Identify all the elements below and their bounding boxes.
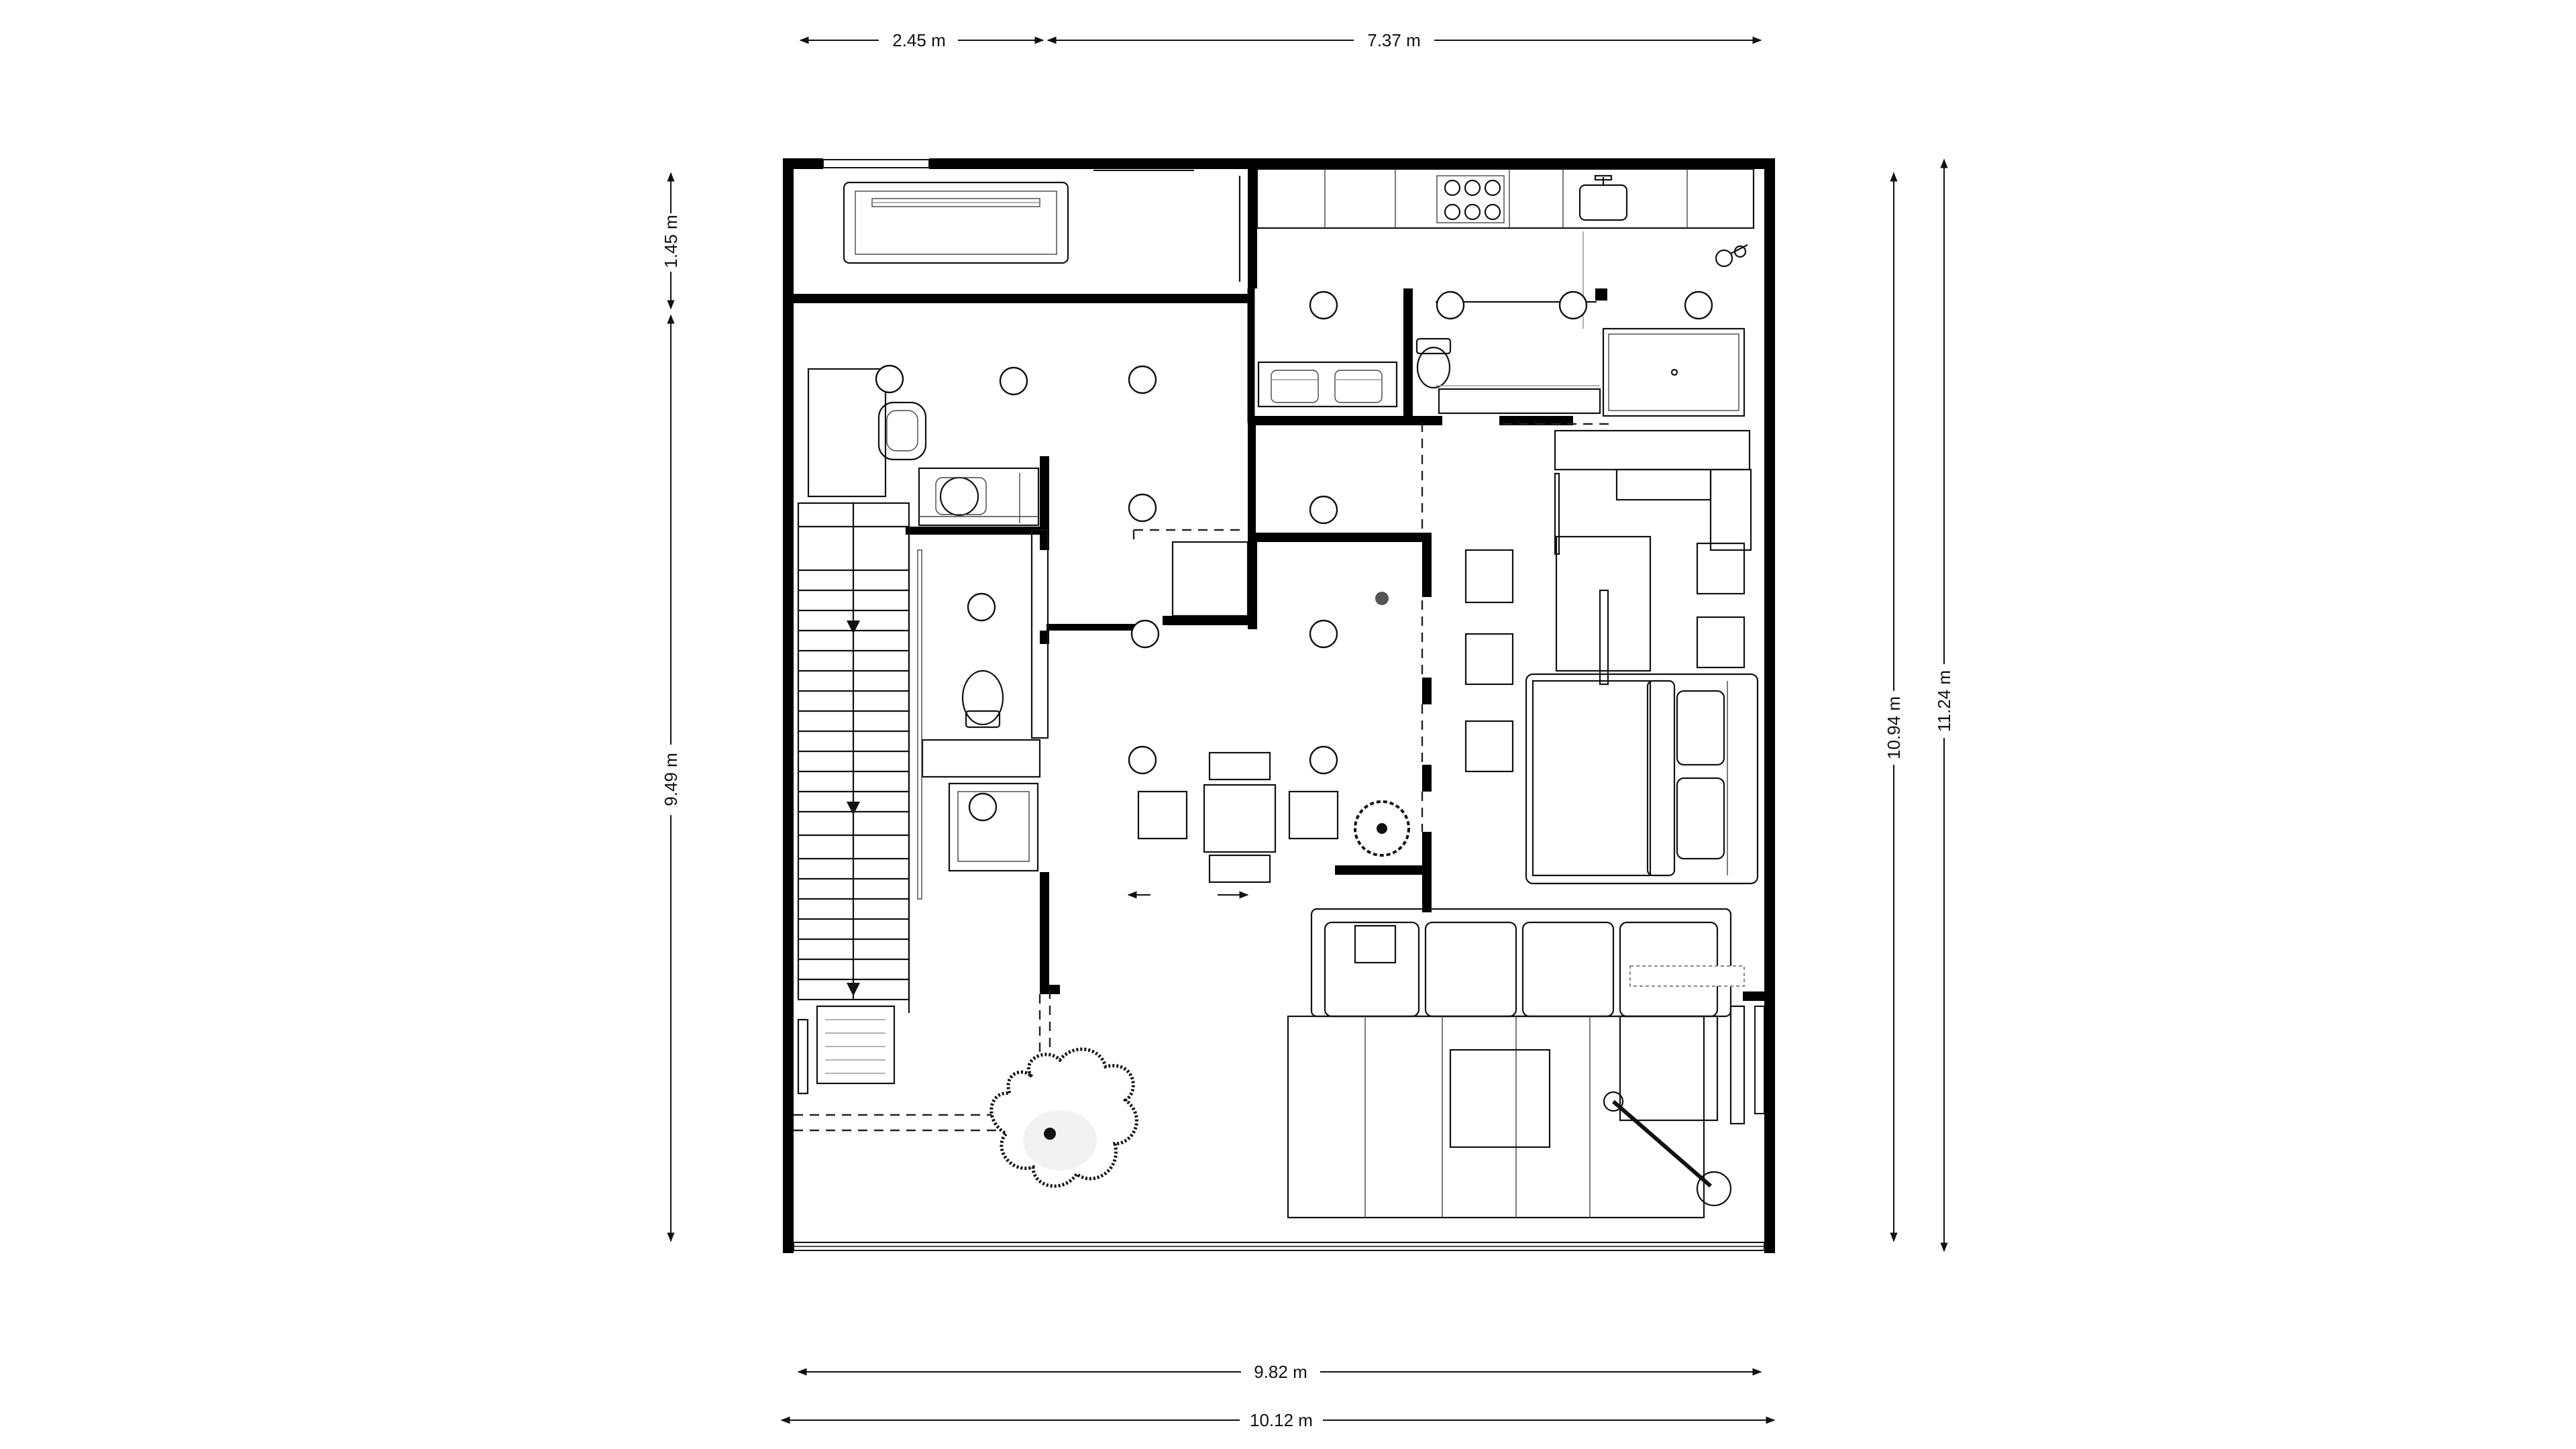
coffee-table xyxy=(1449,1049,1551,1148)
cushion xyxy=(1354,924,1397,964)
desk-bedroom xyxy=(1554,472,1652,686)
dimension-right-outer: 11.24 m xyxy=(1934,158,1954,1252)
sofa-top-room xyxy=(843,176,1241,282)
kitchen-counter xyxy=(1256,168,1755,229)
dimension-label: 2.45 m xyxy=(892,30,946,50)
dimension-left-lower: 9.49 m xyxy=(661,314,681,1242)
dimension-right-inner: 10.94 m xyxy=(1884,172,1904,1242)
ceiling-lights xyxy=(875,290,1713,822)
washing-machine-icon xyxy=(948,782,1039,872)
bedroom-chairs xyxy=(1464,542,1746,773)
kitchen-island xyxy=(1171,541,1249,617)
sliding-glass xyxy=(1030,529,1049,739)
kitchen-sink-icon xyxy=(1578,174,1628,221)
ceiling-light-icon xyxy=(1309,619,1338,649)
ceiling-light-icon xyxy=(1309,745,1338,775)
ceiling-light-icon xyxy=(1128,365,1157,394)
floor-lamp-icon xyxy=(1603,1091,1732,1207)
interior-walls xyxy=(794,168,1764,1001)
throw-blanket-icon xyxy=(1629,965,1745,987)
dimension-label: 9.82 m xyxy=(1254,1362,1307,1382)
dimension-label: 11.24 m xyxy=(1934,670,1954,732)
ceiling-light-icon xyxy=(1684,290,1713,320)
toilet-icon xyxy=(961,669,1004,729)
toilet-icon xyxy=(1415,337,1452,389)
bath-vanity xyxy=(1257,361,1398,408)
washbasin-cabinet xyxy=(918,467,1040,527)
ceiling-light-icon xyxy=(1558,290,1588,320)
rail xyxy=(917,549,922,900)
double-bed xyxy=(1525,673,1759,885)
indoor-plant-small-icon xyxy=(1375,592,1389,605)
area-rug xyxy=(1287,1015,1705,1219)
dimension-label: 7.37 m xyxy=(1367,30,1421,50)
ceiling-light-icon xyxy=(1309,495,1338,525)
dimension-bottom-inner: 9.82 m xyxy=(797,1362,1762,1382)
dimension-label: 1.45 m xyxy=(661,215,681,268)
ceiling-light-icon xyxy=(999,366,1028,396)
dining-set xyxy=(1137,751,1339,883)
dimension-bottom-outer: 10.12 m xyxy=(780,1410,1776,1430)
ceiling-light-icon xyxy=(1309,290,1338,320)
ceiling-light-icon xyxy=(1128,493,1157,523)
entry-door xyxy=(797,1018,809,1095)
bath-shelf xyxy=(1438,388,1601,415)
dimension-label: 10.12 m xyxy=(1250,1410,1313,1430)
study-desk xyxy=(807,368,927,498)
ceiling-light-icon xyxy=(1130,619,1160,649)
dimension-top-left: 2.45 m xyxy=(799,30,1044,50)
bedroom-wardrobe xyxy=(1554,429,1752,551)
ceiling-light-icon xyxy=(967,592,996,622)
potted-plant-icon xyxy=(1354,800,1410,857)
decorative-tree-icon xyxy=(989,1047,1138,1188)
ceiling-light-icon xyxy=(1436,290,1465,320)
ceiling-light-icon xyxy=(968,792,998,822)
staircase xyxy=(797,502,910,1013)
stair-arrow-icon xyxy=(847,621,860,634)
plant-pot-icon xyxy=(1715,244,1748,268)
ceiling-light-icon xyxy=(875,364,904,394)
ceiling-light-icon xyxy=(1128,745,1157,775)
stove-burners-icon xyxy=(1436,175,1505,223)
dimension-label: 9.49 m xyxy=(661,753,681,806)
bath-counter xyxy=(921,739,1041,778)
exterior-walls xyxy=(783,158,1775,1253)
dimension-label: 10.94 m xyxy=(1884,696,1904,759)
dimension-top-right: 7.37 m xyxy=(1046,30,1762,50)
stair-arrow-icon xyxy=(847,983,860,996)
dimension-left-upper: 1.45 m xyxy=(661,172,681,310)
entry-bench xyxy=(816,1005,896,1085)
shower-tray-icon xyxy=(1602,327,1746,417)
stair-arrow-icon xyxy=(847,802,860,815)
